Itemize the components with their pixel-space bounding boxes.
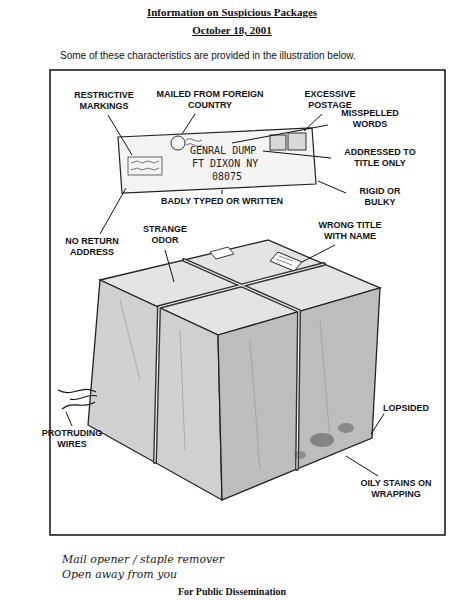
package-label xyxy=(270,252,302,271)
string-line xyxy=(159,264,324,307)
address-line: 08075 xyxy=(212,171,242,183)
oily-stain xyxy=(338,423,354,433)
restrictive-marking-scribble xyxy=(131,161,159,170)
string-highlight-line xyxy=(184,260,299,469)
package-label-writing xyxy=(276,256,293,265)
protruding-wires xyxy=(58,389,97,409)
leader-line xyxy=(304,114,322,131)
oily-stain xyxy=(294,451,306,459)
restrictive-marking xyxy=(128,157,162,175)
leader-line xyxy=(66,412,72,426)
package-left-face xyxy=(88,280,222,500)
string-highlight-line xyxy=(159,264,324,307)
leader-line xyxy=(346,456,378,476)
callout-label: EXCESSIVE POSTAGE xyxy=(294,89,366,111)
callout-label: WRONG TITLE WITH NAME xyxy=(310,220,390,242)
callout-label: PROTRUDING WIRES xyxy=(32,428,112,450)
string-highlight-line xyxy=(155,307,159,462)
handwritten-note: Mail opener / staple remover xyxy=(62,553,224,567)
postage-stamp xyxy=(288,133,306,150)
string-line xyxy=(155,307,159,462)
callout-label: LOPSIDED xyxy=(376,403,436,414)
oily-stain xyxy=(310,433,334,447)
leader-line xyxy=(263,151,331,158)
address-line: FT DIXON NY xyxy=(192,158,258,170)
callout-label: RIGID OR BULKY xyxy=(350,186,410,208)
leader-line xyxy=(165,250,174,282)
callout-label: MAILED FROM FOREIGN COUNTRY xyxy=(155,89,265,111)
leader-line xyxy=(318,181,346,193)
package-stamp xyxy=(210,247,234,259)
page-title: Information on Suspicious Packages xyxy=(82,6,382,19)
string-highlight xyxy=(155,260,324,469)
date-heading: October 18, 2001 xyxy=(132,24,332,37)
leader-line xyxy=(182,114,195,134)
callout-label: BADLY TYPED OR WRITTEN xyxy=(137,196,307,207)
callout-label: RESTRICTIVE MARKINGS xyxy=(64,90,144,112)
callout-label: MISSPELLED WORDS xyxy=(333,108,408,130)
callout-label: NO RETURN ADDRESS xyxy=(56,236,128,258)
address-line: GENRAL DUMP xyxy=(190,145,256,157)
string xyxy=(155,260,324,469)
leader-line xyxy=(302,245,335,262)
intro-text: Some of these characteristics are provid… xyxy=(60,50,356,62)
callout-label: ADDRESSED TO TITLE ONLY xyxy=(335,147,425,169)
leader-line xyxy=(232,125,328,143)
callout-label: STRANGE ODOR xyxy=(135,224,195,246)
envelope xyxy=(118,128,316,193)
figure-frame xyxy=(50,70,445,535)
handwritten-note: Open away from you xyxy=(62,568,177,582)
postage-stamp xyxy=(270,135,286,150)
leader-line xyxy=(222,190,223,194)
footer-text: For Public Dissemination xyxy=(132,586,332,598)
leader-line xyxy=(108,115,132,155)
string-line xyxy=(184,260,299,469)
leader-line xyxy=(100,188,126,234)
leader-lines xyxy=(66,114,384,476)
callout-label: OILY STAINS ON WRAPPING xyxy=(354,478,438,500)
leader-line xyxy=(371,414,384,434)
postmark xyxy=(171,136,185,150)
